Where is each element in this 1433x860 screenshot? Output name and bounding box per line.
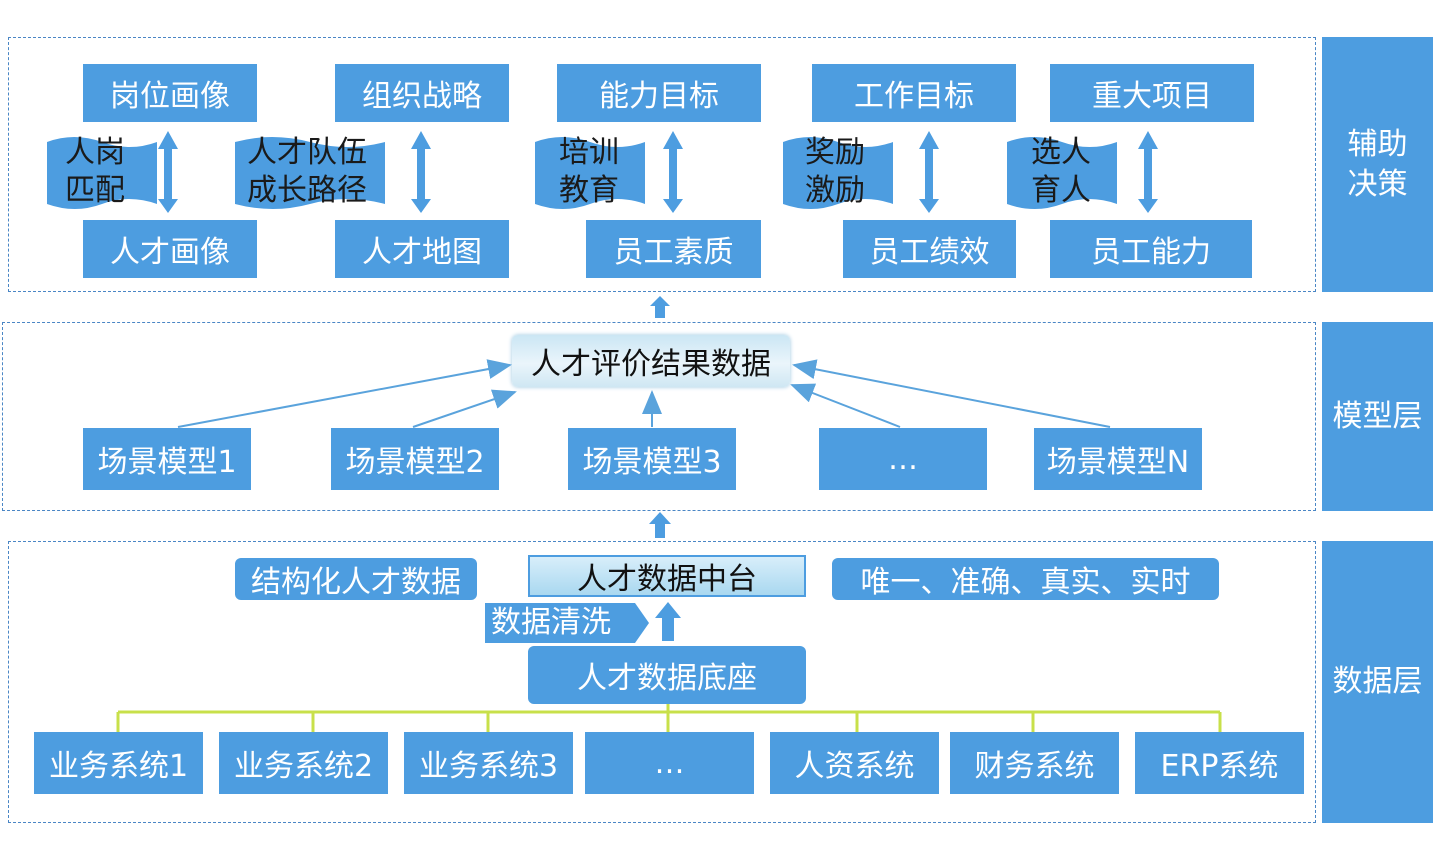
flag-line: 育人 <box>1031 173 1091 208</box>
decision-top-box: 岗位画像 <box>83 64 257 122</box>
data-qualities-box: 唯一、准确、真实、实时 <box>832 558 1219 600</box>
talent-data-base: 人才数据底座 <box>528 646 806 704</box>
decision-top-box: 组织战略 <box>335 64 509 122</box>
decision-bottom-box: 员工能力 <box>1050 220 1252 278</box>
model-arrow <box>412 389 517 428</box>
flag-line: 教育 <box>559 173 619 208</box>
up-arrow <box>650 296 670 318</box>
flag-reward-incentive: 奖励激励 <box>783 132 893 212</box>
flag-line: 成长路径 <box>247 173 367 208</box>
flag-line: 选人 <box>1031 135 1091 170</box>
business-system-box: 业务系统3 <box>404 732 573 794</box>
talent-data-center: 人才数据中台 <box>528 555 806 597</box>
flag-training-education: 培训教育 <box>535 132 645 212</box>
data-layer-label: 数据层 <box>1322 541 1433 823</box>
structured-data-box: 结构化人才数据 <box>235 558 477 600</box>
model-arrow <box>177 359 512 428</box>
scenario-model-box: … <box>819 428 987 490</box>
system-bracket <box>116 704 1222 732</box>
decision-top-box: 工作目标 <box>812 64 1016 122</box>
flag-talent-growth-path: 人才队伍成长路径 <box>235 132 385 212</box>
decision-bottom-box: 员工绩效 <box>843 220 1016 278</box>
double-arrow <box>663 131 683 213</box>
double-arrow <box>411 131 431 213</box>
decision-layer-label: 辅助决策 <box>1322 37 1433 292</box>
flag-person-post-match: 人岗匹配 <box>47 132 157 212</box>
model-layer-frame <box>2 322 1316 511</box>
scenario-model-box: 场景模型2 <box>331 428 499 490</box>
decision-top-box: 能力目标 <box>557 64 761 122</box>
model-arrow <box>790 383 901 428</box>
flag-line: 人岗 <box>65 135 125 170</box>
double-arrow <box>919 131 939 213</box>
business-system-box: 业务系统2 <box>219 732 388 794</box>
up-arrow <box>655 602 681 641</box>
model-layer-label: 模型层 <box>1322 322 1433 511</box>
scenario-model-box: 场景模型N <box>1034 428 1202 490</box>
business-system-box: … <box>585 732 754 794</box>
data-cleaning-label: 数据清洗 <box>491 605 611 640</box>
model-arrow <box>792 359 1111 428</box>
data-layer-frame <box>8 541 1316 823</box>
decision-bottom-box: 员工素质 <box>586 220 761 278</box>
hr-system-box: 人资系统 <box>770 732 939 794</box>
flag-line: 奖励 <box>805 135 865 170</box>
flag-line: 培训 <box>559 135 619 170</box>
flag-line: 匹配 <box>65 173 125 208</box>
scenario-model-box: 场景模型1 <box>83 428 251 490</box>
decision-layer-frame <box>8 37 1316 292</box>
flag-line: 激励 <box>805 173 865 208</box>
decision-bottom-box: 人才画像 <box>83 220 257 278</box>
business-system-box: 业务系统1 <box>34 732 203 794</box>
erp-system-box: ERP系统 <box>1135 732 1304 794</box>
double-arrow <box>158 131 178 213</box>
decision-bottom-box: 人才地图 <box>335 220 509 278</box>
flag-line: 人才队伍 <box>247 135 367 170</box>
finance-system-box: 财务系统 <box>950 732 1119 794</box>
data-cleaning-tag: 数据清洗 <box>485 603 649 643</box>
scenario-model-box: 场景模型3 <box>568 428 736 490</box>
evaluation-result-hub: 人才评价结果数据 <box>512 335 790 387</box>
double-arrow <box>1138 131 1158 213</box>
flag-select-cultivate: 选人育人 <box>1007 132 1117 212</box>
up-arrow <box>649 512 671 538</box>
decision-top-box: 重大项目 <box>1050 64 1254 122</box>
